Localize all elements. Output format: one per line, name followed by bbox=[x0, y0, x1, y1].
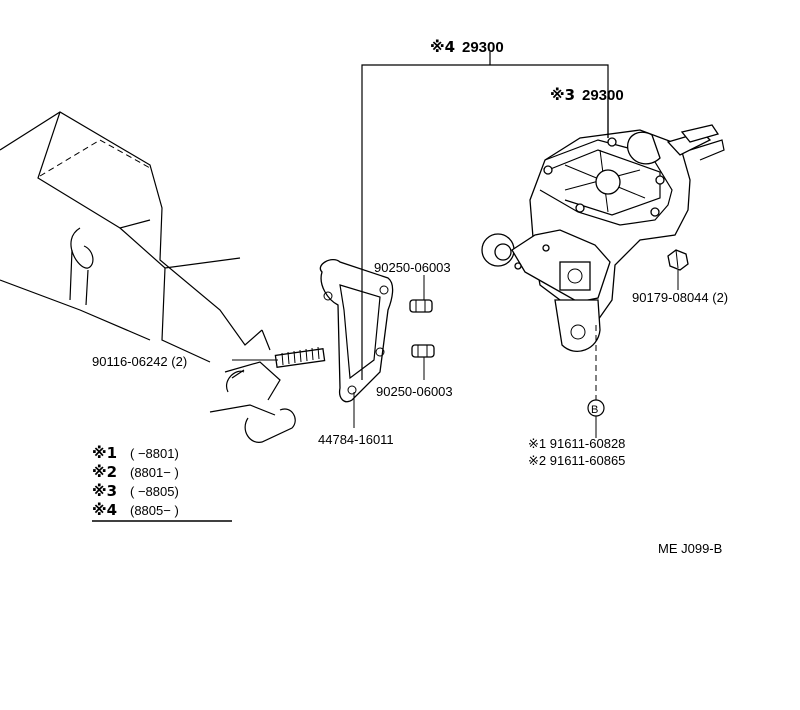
vacuum-pump-illustration bbox=[481, 124, 725, 352]
hose-label-2: ※2 91611-60865 bbox=[528, 453, 625, 468]
leader-lines bbox=[232, 52, 679, 438]
pump-mark-3: ※3 bbox=[550, 86, 575, 104]
nut-illustration bbox=[667, 249, 689, 271]
stud-bolt-illustration bbox=[274, 346, 326, 369]
reference-circle bbox=[587, 399, 605, 417]
reference-letter: B bbox=[591, 404, 598, 416]
assembly-part-number: 29300 bbox=[462, 39, 504, 56]
legend-range: (8801− ) bbox=[130, 465, 179, 480]
hose-label-1: ※1 91611-60828 bbox=[528, 436, 625, 451]
legend-range: (8805− ) bbox=[130, 503, 179, 518]
union-upper-illustration bbox=[409, 299, 433, 313]
legend-range: ( −8801) bbox=[130, 446, 179, 461]
legend: ※1 ( −8801) ※2 (8801− ) ※3 ( −8805) ※4 (… bbox=[92, 444, 232, 522]
diagram-code: ME J099-B bbox=[658, 541, 722, 556]
gasket-illustration bbox=[319, 258, 394, 403]
union-upper-label: 90250-06003 bbox=[374, 260, 451, 275]
pump-part-number: 29300 bbox=[582, 87, 624, 104]
legend-mark: ※2 bbox=[92, 463, 117, 481]
legend-mark: ※1 bbox=[92, 444, 117, 462]
stud-label: 90116-06242 (2) bbox=[92, 354, 187, 369]
union-lower-label: 90250-06003 bbox=[376, 384, 453, 399]
legend-range: ( −8805) bbox=[130, 484, 179, 499]
assembly-mark-4: ※4 bbox=[430, 38, 455, 56]
legend-mark: ※4 bbox=[92, 501, 117, 519]
nut-label: 90179-08044 (2) bbox=[632, 290, 728, 305]
gasket-label: 44784-16011 bbox=[318, 432, 394, 447]
union-lower-illustration bbox=[411, 344, 435, 358]
legend-mark: ※3 bbox=[92, 482, 117, 500]
engine-block-illustration bbox=[0, 111, 296, 443]
